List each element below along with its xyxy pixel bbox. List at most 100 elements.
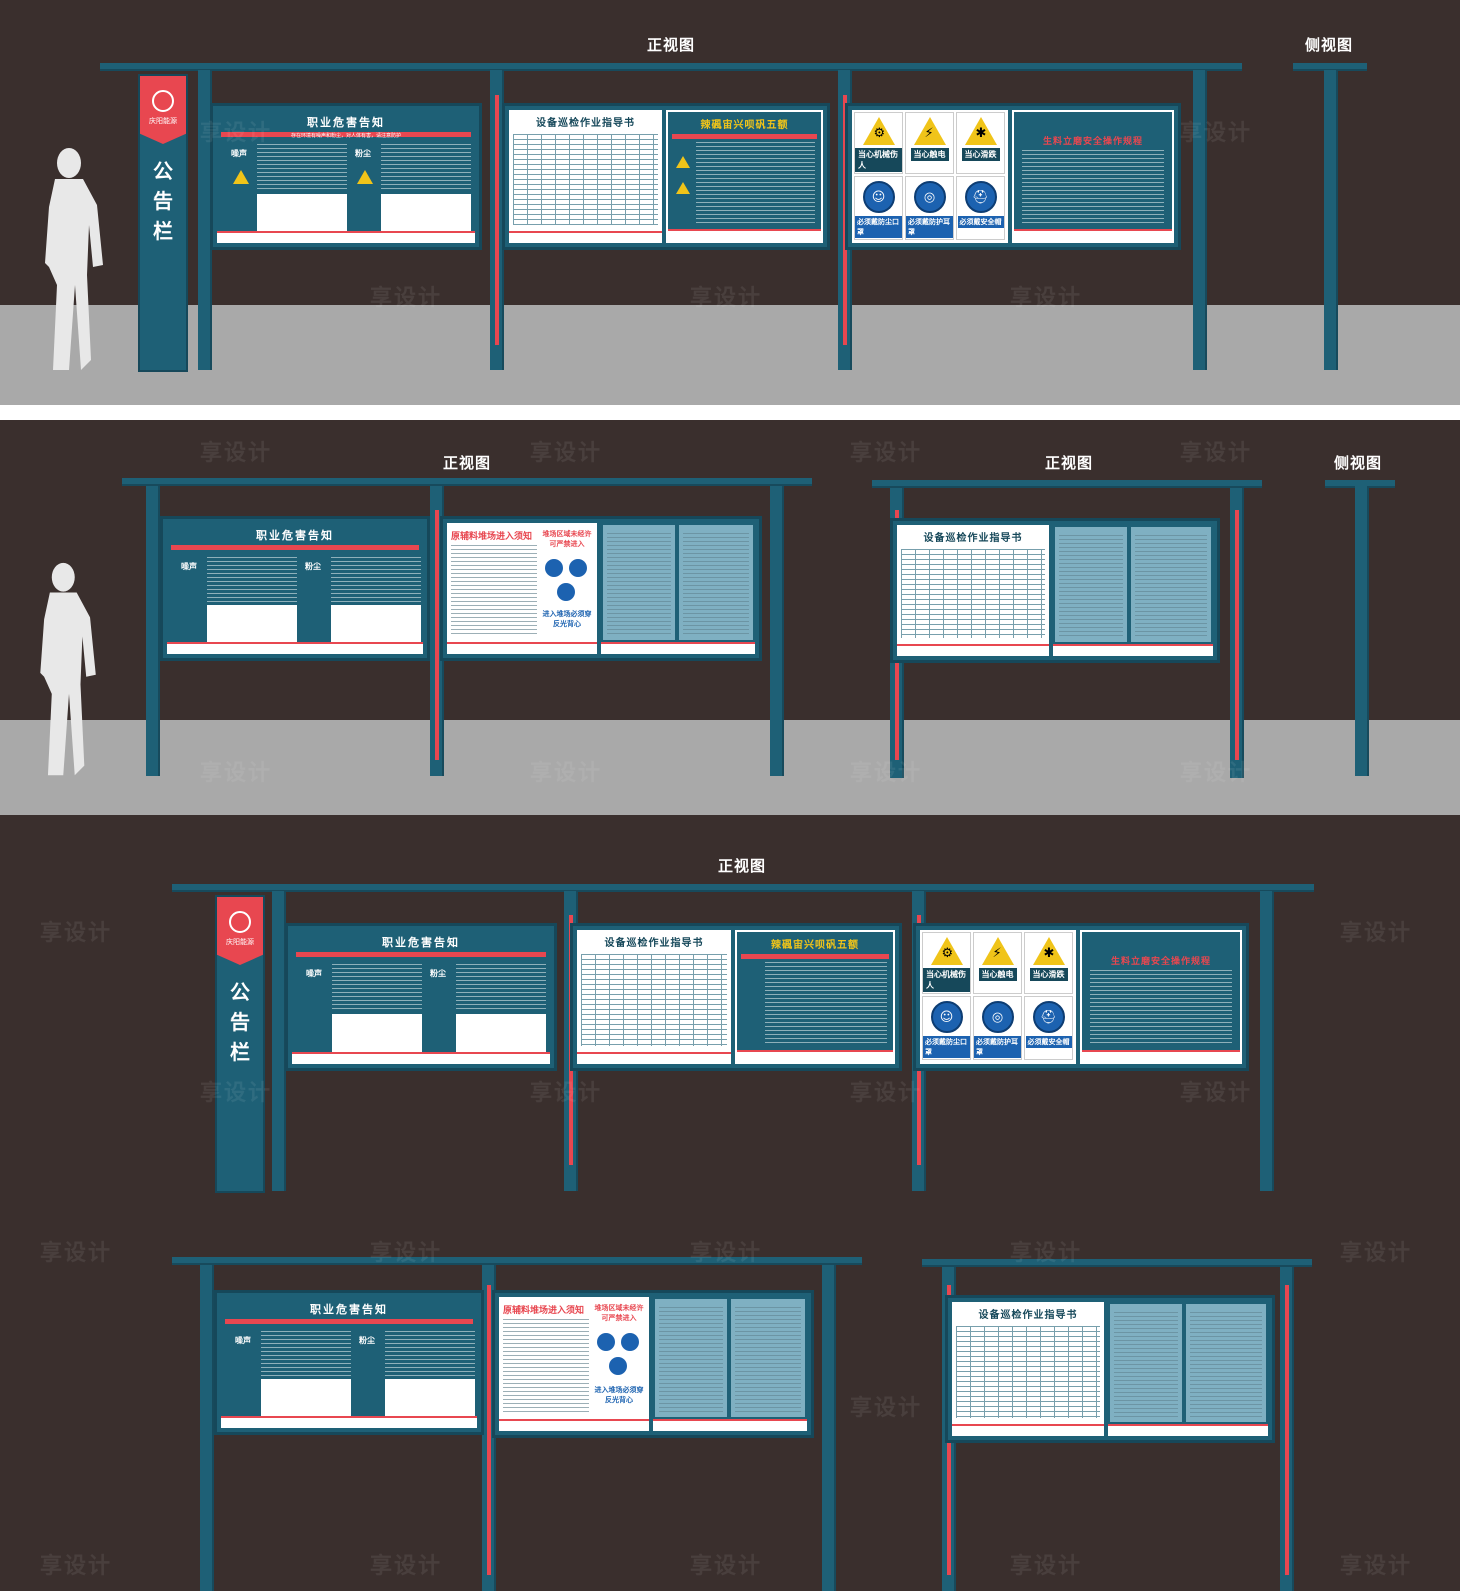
board-frame: 设备巡检作业指导书: [945, 1295, 1275, 1443]
slip-icon: ✱: [1032, 937, 1065, 965]
watermark: 享设计: [370, 1241, 443, 1266]
warning-sign: ⚡ 当心触电: [973, 932, 1022, 994]
five-rules-panel: 辣碸宙兴呗矾五额: [735, 930, 895, 1064]
inspection-guide-panel: 设备巡检作业指导书: [577, 930, 731, 1064]
mandatory-sign-label: 必须戴安全帽: [957, 216, 1004, 228]
helmet-icon: ⛑: [1032, 1001, 1065, 1033]
text-block: [607, 533, 671, 636]
text-block: [1022, 150, 1164, 223]
form-box: [331, 605, 421, 643]
safety-rules-title: 生料立磨安全操作规程: [1110, 957, 1211, 967]
red-accent-line: [487, 1285, 491, 1575]
safety-rules-panel: 生料立磨安全操作规程: [1012, 110, 1174, 243]
side-post: [1355, 486, 1369, 776]
red-bar: [171, 545, 419, 550]
elevation-section-2: 正视图 正视图 侧视图 职业危害告知 噪声 粉尘 原辅料堆: [0, 420, 1460, 815]
board-frame: 原辅料堆场进入须知 堆场区域未经许可严禁进入 进入堆场必须穿反光背心: [492, 1290, 814, 1438]
footer-strip: [653, 1419, 807, 1431]
footer-strip: [509, 231, 662, 243]
ear-protection-icon: ◎: [913, 181, 946, 213]
red-bar: [225, 1319, 473, 1324]
footer-strip: [167, 642, 423, 654]
yard-permit-bottom: 进入堆场必须穿反光背心: [594, 1386, 644, 1404]
inspection-guide-title: 设备巡检作业指导书: [536, 118, 635, 129]
watermark: 享设计: [370, 1554, 443, 1579]
warning-triangle-icon: [357, 170, 373, 184]
watermark: 享设计: [850, 441, 923, 466]
watermark: 享设计: [200, 761, 273, 786]
footer-strip: [737, 1050, 893, 1062]
footer-strip: [292, 1052, 550, 1064]
text-block: [765, 962, 887, 1044]
form-box: [381, 194, 471, 232]
watermark: 享设计: [1010, 1554, 1083, 1579]
rules-text-panel: [1108, 1302, 1268, 1436]
five-rules-title: 辣碸宙兴呗矾五额: [700, 120, 789, 131]
warning-sign: ⚙ 当心机械伤人: [922, 932, 971, 994]
rules-text-panel: [653, 1297, 807, 1431]
warning-triangle-icon: [676, 156, 690, 168]
rules-text-panel: [1053, 525, 1213, 656]
watermark: 享设计: [1340, 1241, 1413, 1266]
warning-sign: ✱ 当心滑跌: [1024, 932, 1073, 994]
inspection-guide-title: 设备巡检作业指导书: [604, 938, 704, 949]
watermark: 享设计: [40, 921, 113, 946]
yard-notice-title: 原辅料堆场进入须知: [503, 1306, 585, 1316]
board-frame: 职业危害告知 噪声 粉尘: [160, 516, 430, 661]
roof-beam: [872, 480, 1262, 488]
watermark: 享设计: [1010, 1241, 1083, 1266]
footer-strip: [601, 642, 755, 654]
dust-label: 粉尘: [430, 969, 446, 978]
roof-beam: [122, 478, 812, 486]
board-frame: 设备巡检作业指导书 辣碸宙兴呗矾五额: [502, 103, 830, 250]
ground: [0, 305, 1460, 405]
dust-label: 粉尘: [355, 149, 371, 158]
red-bar: [296, 952, 546, 957]
slip-icon: ✱: [964, 117, 997, 145]
post: [822, 1265, 836, 1591]
text-block: [659, 1307, 723, 1413]
noise-label: 噪声: [235, 1336, 251, 1345]
post: [1260, 891, 1274, 1191]
text-block: [735, 1307, 801, 1413]
board-frame: ⚙ 当心机械伤人 ⚡ 当心触电 ✱ 当心滑跌 ☺ 必须戴防尘口罩 ◎ 必须戴防护…: [845, 103, 1181, 250]
text-block: [1059, 535, 1123, 638]
five-rules-title: 辣碸宙兴呗矾五额: [771, 940, 859, 951]
mandatory-sign-label: 必须戴防尘口罩: [923, 1036, 970, 1058]
watermark: 享设计: [200, 1081, 273, 1106]
company-logo-icon: [229, 911, 251, 933]
front-view-label: 正视图: [647, 36, 696, 54]
form-box: [385, 1379, 475, 1417]
form-box: [261, 1379, 351, 1417]
inspection-table: [901, 549, 1045, 638]
warning-sign-label: 当心触电: [910, 148, 949, 161]
red-bar: [672, 134, 817, 139]
warning-sign: ⚡ 当心触电: [905, 112, 954, 174]
dust-mask-icon: ☺: [930, 1001, 963, 1033]
noise-label: 噪声: [306, 969, 322, 978]
signs-panel: ⚙ 当心机械伤人 ⚡ 当心触电 ✱ 当心滑跌 ☺ 必须戴防尘口罩 ◎ 必须戴防护…: [852, 110, 1008, 243]
post: [1193, 70, 1207, 370]
post: [200, 1265, 214, 1591]
noise-label: 噪声: [231, 149, 247, 158]
human-silhouette-icon: [40, 562, 96, 776]
warning-triangle-icon: [676, 182, 690, 194]
inspection-guide-panel: 设备巡检作业指导书: [897, 525, 1049, 656]
text-block: [261, 1331, 351, 1377]
text-block: [1135, 535, 1207, 638]
hazard-notice-title: 职业危害告知: [382, 936, 460, 949]
yard-notice-title: 原辅料堆场进入须知: [451, 532, 533, 542]
footer-strip: [499, 1419, 649, 1431]
footer-strip: [221, 1416, 477, 1428]
footer-strip: [1082, 1050, 1240, 1062]
form-box: [456, 1014, 546, 1052]
roof-beam: [922, 1259, 1312, 1267]
red-accent-line: [1285, 1285, 1289, 1575]
hazard-notice-panel: 职业危害告知 噪声 粉尘: [167, 523, 423, 654]
mandatory-sign: ⛑ 必须戴安全帽: [956, 176, 1005, 240]
helmet-icon: [557, 583, 575, 601]
watermark: 享设计: [850, 1396, 923, 1421]
side-view-label: 侧视图: [1305, 36, 1354, 54]
section-divider: [0, 405, 1460, 420]
text-block: [696, 142, 815, 223]
